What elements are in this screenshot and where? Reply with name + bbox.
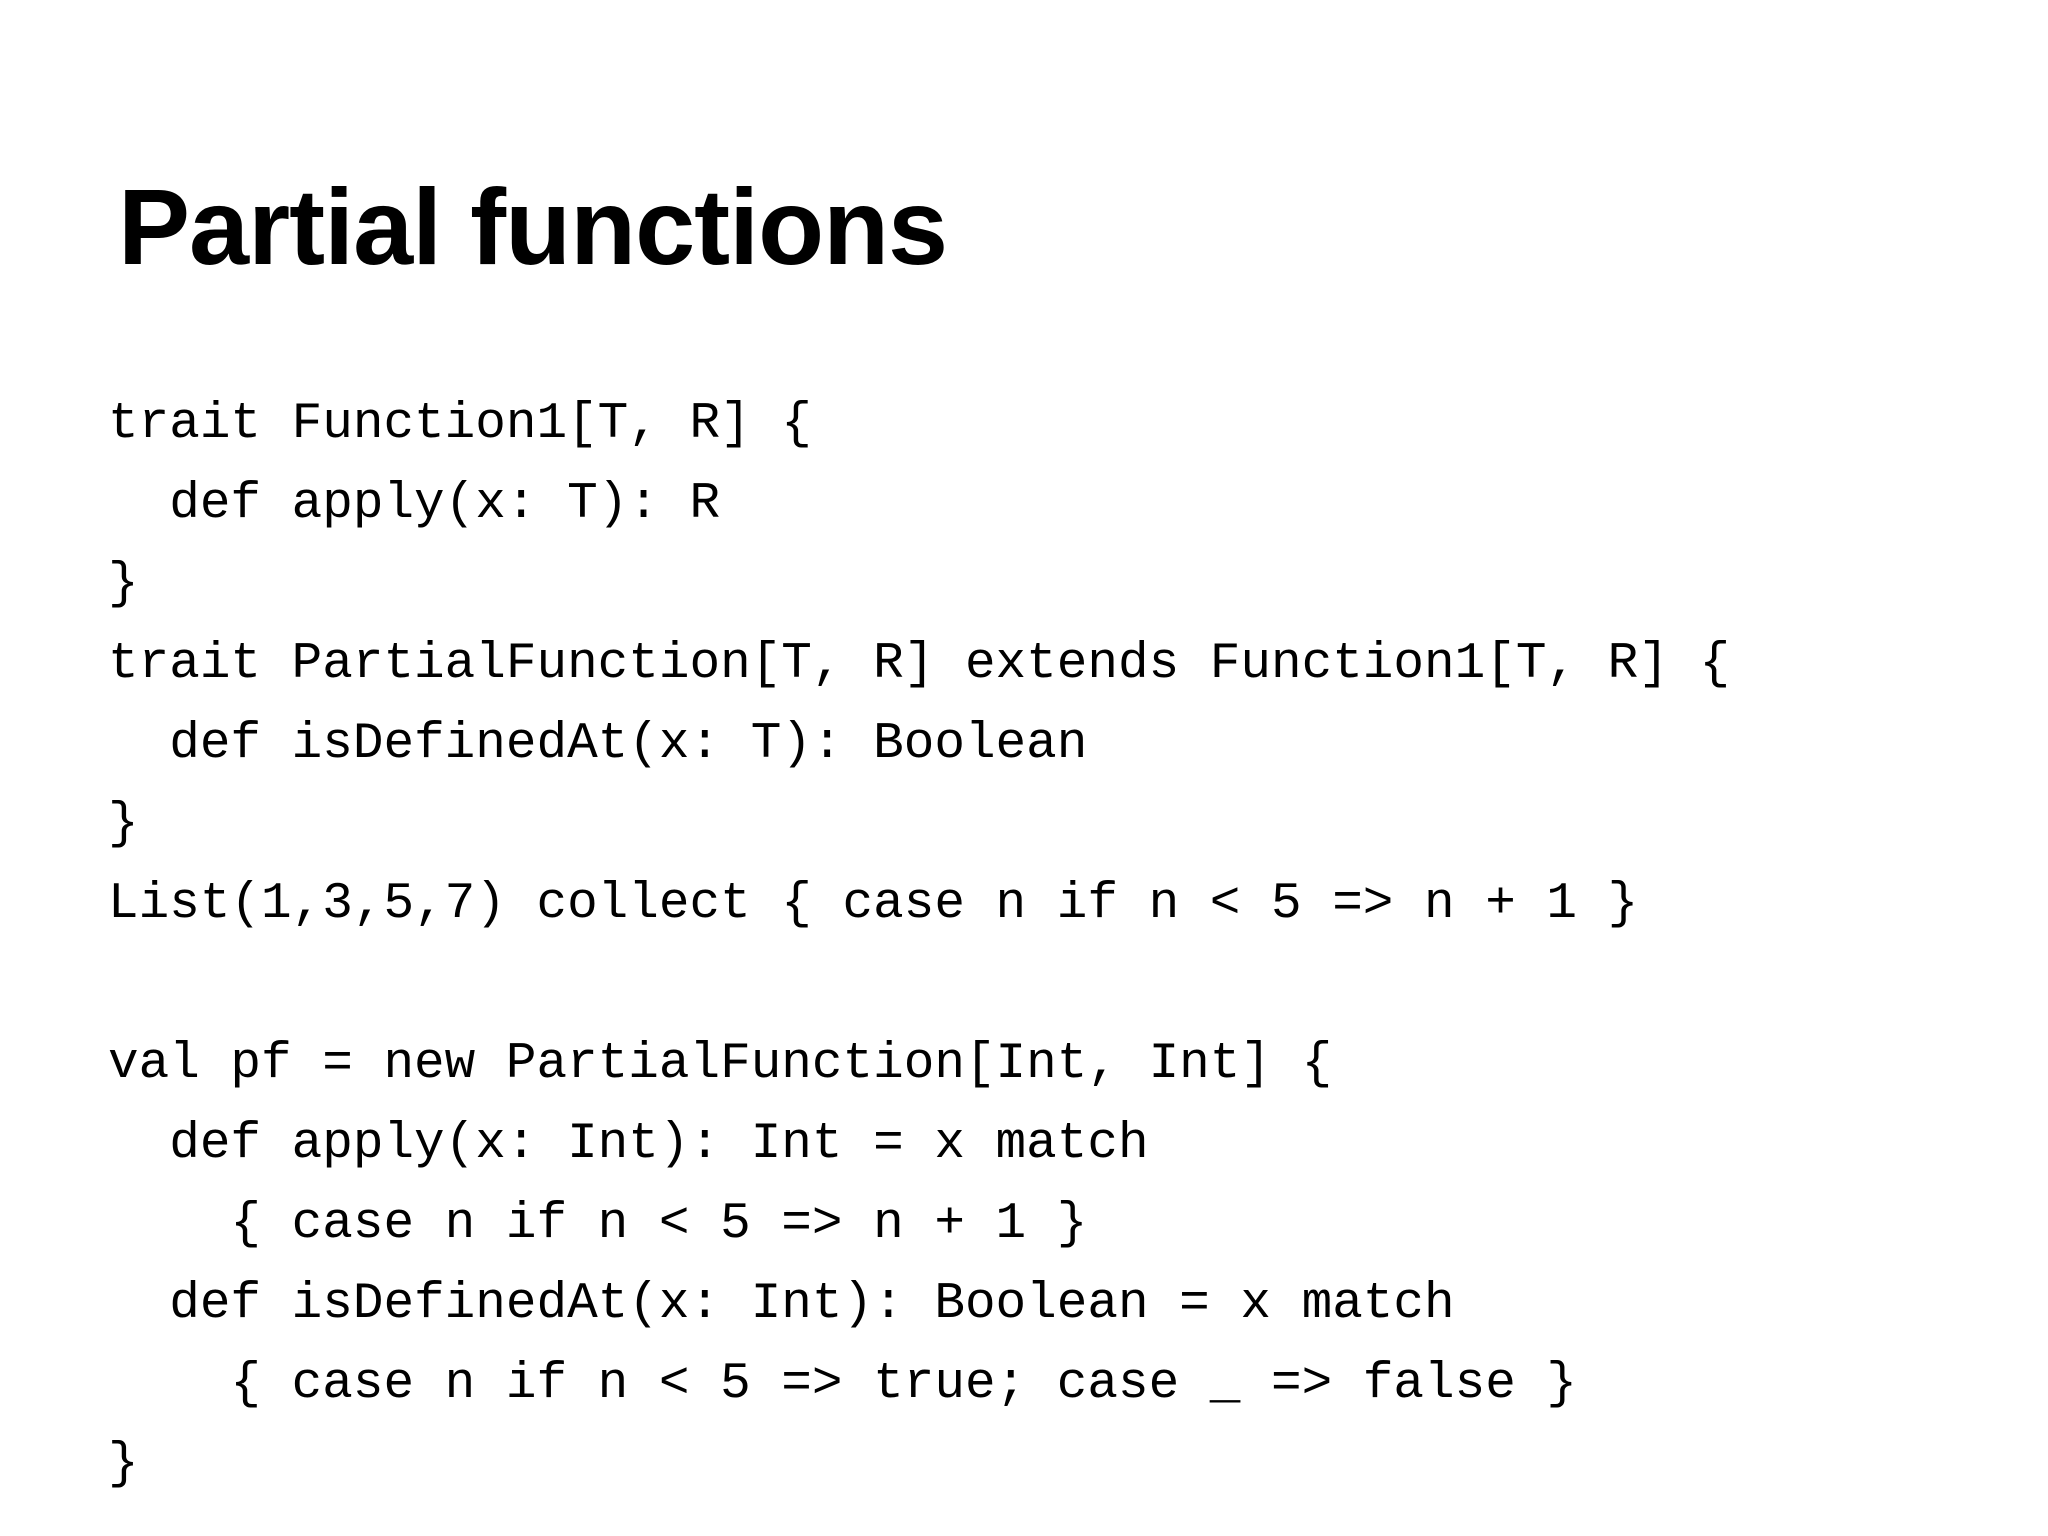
code-line-def-apply-impl: def apply(x: Int): Int = x match xyxy=(108,1116,1149,1173)
code-line-trait-function1-open: trait Function1[T, R] { xyxy=(108,396,812,453)
code-block: trait Function1[T, R] { def apply(x: T):… xyxy=(108,385,1730,1505)
slide-title: Partial functions xyxy=(118,166,948,287)
code-line-val-pf-open: val pf = new PartialFunction[Int, Int] { xyxy=(108,1036,1333,1093)
code-line-close-brace-1: } xyxy=(108,556,139,613)
code-line-blank xyxy=(108,945,1730,1025)
code-line-trait-partialfunction-open: trait PartialFunction[T, R] extends Func… xyxy=(108,636,1731,693)
code-line-apply-case: { case n if n < 5 => n + 1 } xyxy=(108,1196,1088,1253)
code-line-list-collect: List(1,3,5,7) collect { case n if n < 5 … xyxy=(108,876,1639,933)
code-line-close-brace-3: } xyxy=(108,1436,139,1493)
code-line-isdefinedat-cases: { case n if n < 5 => true; case _ => fal… xyxy=(108,1356,1578,1413)
code-line-def-isdefinedat-impl: def isDefinedAt(x: Int): Boolean = x mat… xyxy=(108,1276,1455,1333)
code-line-def-isdefinedat-sig: def isDefinedAt(x: T): Boolean xyxy=(108,716,1088,773)
code-line-close-brace-2: } xyxy=(108,796,139,853)
code-line-def-apply-sig: def apply(x: T): R xyxy=(108,476,721,533)
